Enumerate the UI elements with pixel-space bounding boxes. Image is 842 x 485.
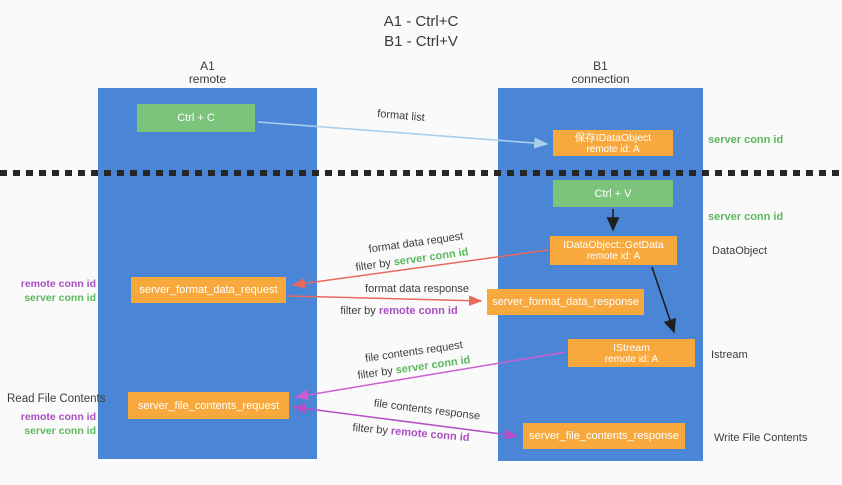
filter-by-prefix-1: filter by [354,256,395,274]
column-b1-name: B1 [593,59,608,73]
label-server-conn-id-format: server conn id [24,292,96,304]
node-server-file-contents-response: server_file_contents_response [523,423,685,449]
node-server-file-contents-request-label: server_file_contents_request [137,399,280,412]
filter-by-highlight-2: remote conn id [378,305,458,317]
node-save-dataobject-line2: remote id: A [586,143,640,155]
column-a1-subtitle: remote [188,72,227,86]
filter-by-prefix-3: filter by [356,364,397,382]
column-b1-subtitle: connection [571,72,630,86]
column-header-b1: B1 connection [498,60,703,86]
label-remote-conn-id-format: remote conn id [20,278,96,290]
filter-by-highlight-4: remote conn id [390,425,470,445]
label-remote-conn-id-file: remote conn id [20,411,96,423]
node-ctrl-c: Ctrl + C [137,104,255,132]
node-getdata-line2: remote id: A [586,251,641,262]
diagram-title: A1 - Ctrl+C B1 - Ctrl+V [0,12,842,52]
label-filter-by-remote-1: filter by remote conn id [340,305,457,317]
label-server-conn-id-mid: server conn id [708,211,784,223]
node-server-format-data-response: server_format_data_response [487,289,644,315]
node-save-dataobject-line1: 保存IDataObject [574,131,652,144]
label-filter-by-remote-2: filter by remote conn id [352,422,470,444]
label-format-data-response: format data response [365,283,469,295]
node-istream: IStream remote id: A [568,339,695,367]
file-conn-ids: remote conn id server conn id [6,410,96,438]
node-getdata-line1: IDataObject::GetData [563,239,664,251]
node-server-format-data-request-label: server_format_data_request [139,284,278,296]
label-dataobject: DataObject [712,245,768,257]
label-istream: Istream [711,349,748,361]
format-conn-ids: remote conn id server conn id [6,277,96,305]
node-server-file-contents-request: server_file_contents_request [128,392,289,419]
node-server-format-data-request: server_format_data_request [131,277,286,303]
node-ctrl-c-label: Ctrl + C [177,112,215,124]
column-header-a1: A1 remote [98,60,317,86]
node-istream-line2: remote id: A [604,353,659,365]
label-write-file-contents: Write File Contents [714,432,808,444]
filter-by-prefix-4: filter by [352,421,392,438]
node-ctrl-v-label: Ctrl + V [594,187,632,200]
column-a1-name: A1 [200,59,215,73]
title-line-2: B1 - Ctrl+V [384,33,458,50]
node-istream-line1: IStream [613,341,650,354]
node-getdata: IDataObject::GetData remote id: A [550,236,677,265]
label-read-file-contents: Read File Contents [7,393,106,405]
label-file-contents-response: file contents response [373,397,481,423]
node-save-dataobject: 保存IDataObject remote id: A [553,130,673,156]
dashed-separator-line [0,170,842,176]
node-server-format-data-response-label: server_format_data_response [492,296,639,308]
label-server-conn-id-file: server conn id [24,425,96,437]
title-line-1: A1 - Ctrl+C [383,13,459,30]
node-ctrl-v: Ctrl + V [553,180,673,207]
node-server-file-contents-response-label: server_file_contents_response [529,430,679,442]
label-server-conn-id-top: server conn id [708,134,784,146]
filter-by-prefix-2: filter by [340,305,379,317]
label-format-list: format list [376,107,426,125]
